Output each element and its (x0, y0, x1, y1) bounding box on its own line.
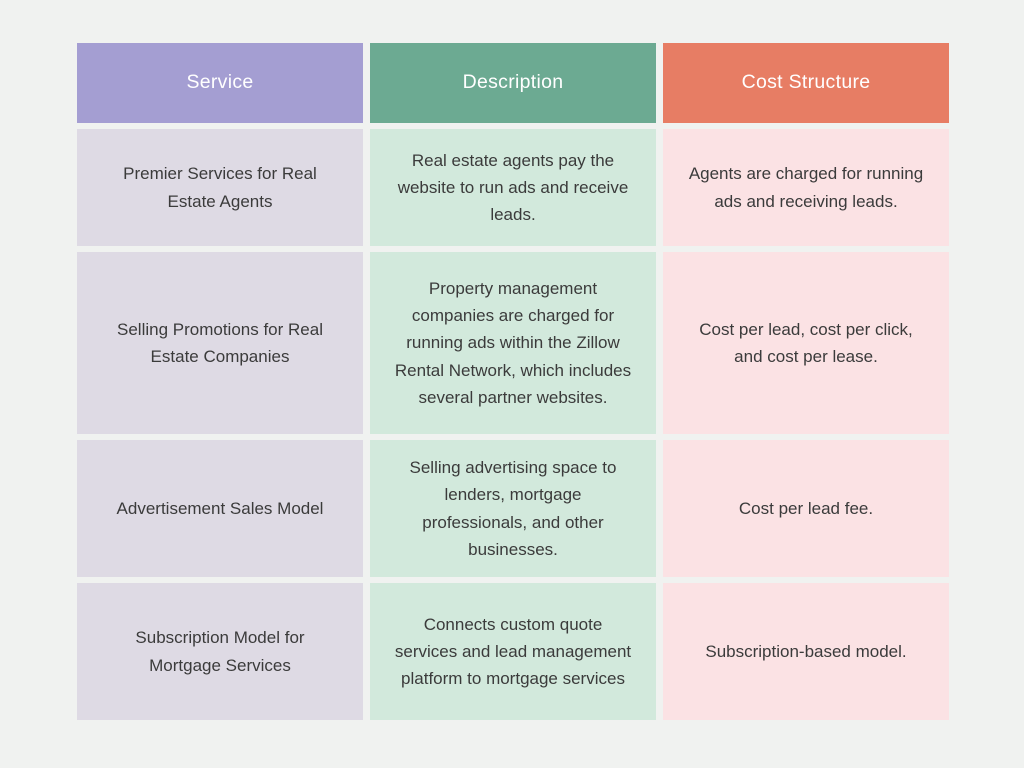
services-table: Service Description Cost Structure Premi… (77, 43, 949, 720)
description-cell-row-2: Property management companies are charge… (370, 252, 656, 434)
cost-cell-row-2: Cost per lead, cost per click, and cost … (663, 252, 949, 434)
service-cell-row-4: Subscription Model for Mortgage Services (77, 583, 363, 720)
cost-cell-row-3: Cost per lead fee. (663, 440, 949, 577)
service-cell-row-1: Premier Services for Real Estate Agents (77, 129, 363, 246)
cost-cell-row-1: Agents are charged for running ads and r… (663, 129, 949, 246)
services-table-grid: Service Description Cost Structure Premi… (77, 43, 949, 720)
description-cell-row-3: Selling advertising space to lenders, mo… (370, 440, 656, 577)
service-cell-row-3: Advertisement Sales Model (77, 440, 363, 577)
column-header-description: Description (370, 43, 656, 123)
description-cell-row-1: Real estate agents pay the website to ru… (370, 129, 656, 246)
service-cell-row-2: Selling Promotions for Real Estate Compa… (77, 252, 363, 434)
column-header-cost-structure: Cost Structure (663, 43, 949, 123)
description-cell-row-4: Connects custom quote services and lead … (370, 583, 656, 720)
column-header-service: Service (77, 43, 363, 123)
cost-cell-row-4: Subscription-based model. (663, 583, 949, 720)
